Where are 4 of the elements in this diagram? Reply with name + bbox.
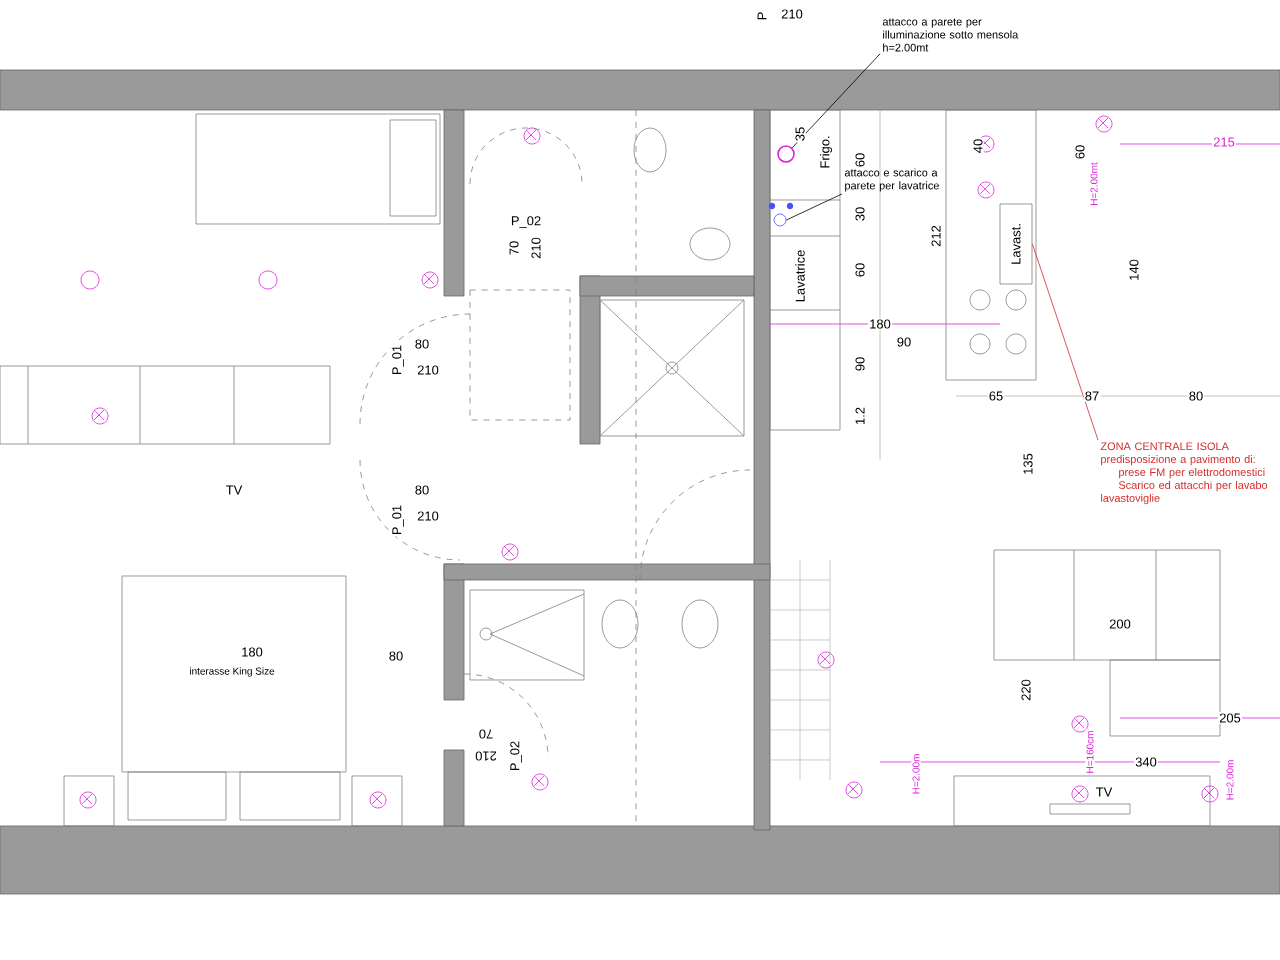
leader-line — [1032, 243, 1099, 441]
water-outlet-symbol — [773, 213, 787, 227]
leader-line — [786, 193, 843, 221]
lamp-fixture-symbol — [777, 145, 795, 163]
